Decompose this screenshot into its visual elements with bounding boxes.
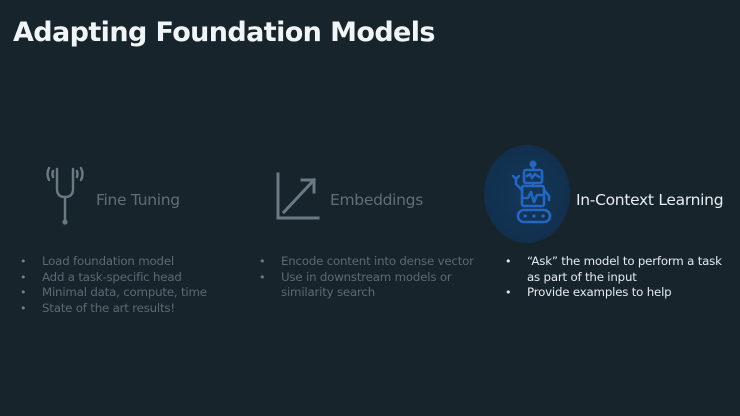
column-heading: Fine Tuning (96, 191, 180, 209)
list-item: Add a task-specific head (20, 270, 250, 286)
tuning-fork-icon (46, 166, 84, 225)
bullet-list: Encode content into dense vector Use in … (259, 254, 491, 301)
highlight-circle (484, 145, 570, 243)
bullet-list: Load foundation model Add a task-specifi… (20, 254, 250, 316)
bullet-list: “Ask” the model to perform a task as par… (505, 254, 730, 301)
list-item: Encode content into dense vector (259, 254, 491, 270)
robot-icon (511, 160, 552, 224)
list-item: Use in downstream models or similarity s… (259, 270, 491, 301)
list-item: “Ask” the model to perform a task as par… (505, 254, 730, 285)
column-heading: In-Context Learning (576, 191, 724, 209)
list-item: Minimal data, compute, time (20, 285, 250, 301)
vector-arrow-icon (276, 172, 320, 220)
list-item: Load foundation model (20, 254, 250, 270)
column-heading: Embeddings (330, 191, 423, 209)
slide-title: Adapting Foundation Models (13, 17, 435, 48)
list-item: Provide examples to help (505, 285, 730, 301)
list-item: State of the art results! (20, 301, 250, 317)
